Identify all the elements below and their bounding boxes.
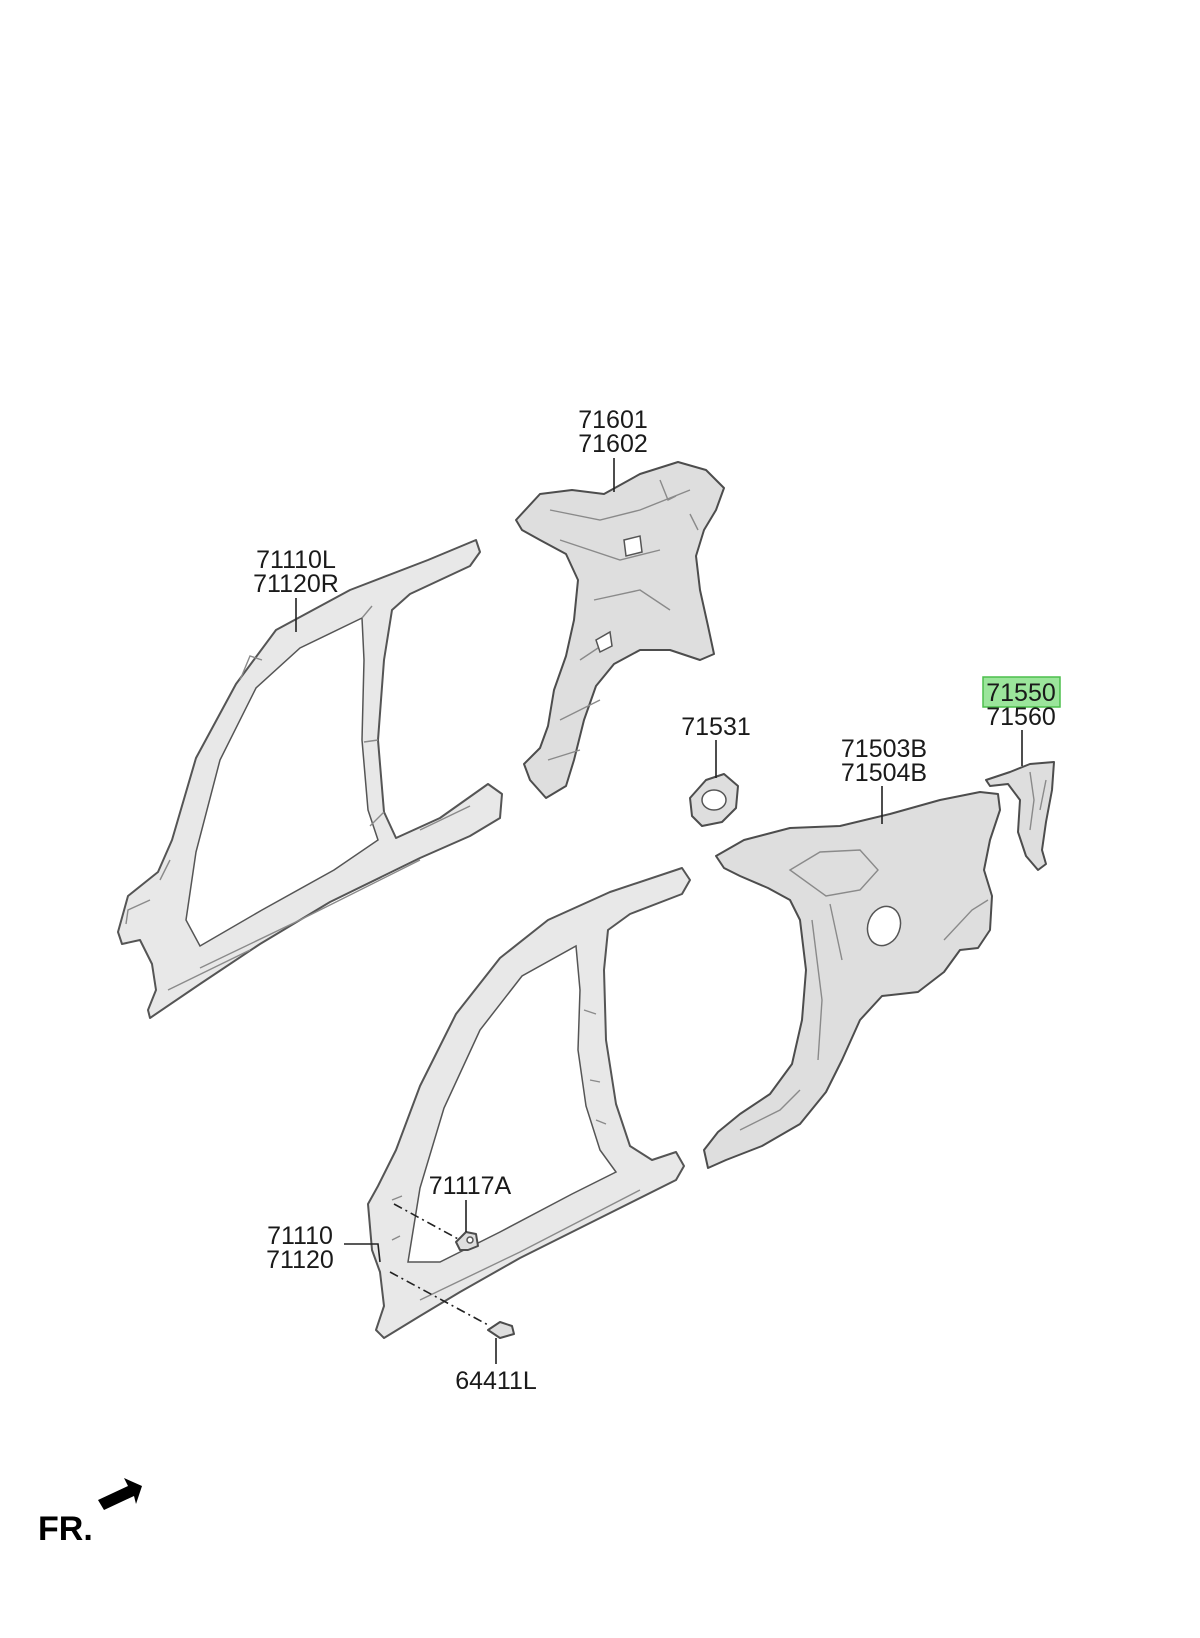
callout-71120r[interactable]: 71120R	[253, 570, 339, 598]
inner-side-panel[interactable]	[117, 539, 503, 1019]
callout-71120[interactable]: 71120	[266, 1246, 334, 1274]
callout-71110l[interactable]: 71110L	[256, 546, 336, 574]
callout-71602[interactable]: 71602	[578, 430, 648, 458]
leader-lines	[295, 458, 1023, 1364]
callout-71550[interactable]: 71550	[986, 679, 1056, 707]
callout-71504b[interactable]: 71504B	[841, 759, 927, 787]
callout-71110[interactable]: 71110	[267, 1222, 333, 1250]
callout-71601[interactable]: 71601	[578, 406, 648, 434]
rear-extension[interactable]	[985, 761, 1055, 871]
highlight-71550	[982, 676, 1061, 708]
inner-quarter-panel[interactable]	[515, 461, 725, 799]
callout-71503b[interactable]: 71503B	[841, 735, 927, 763]
front-arrow-icon	[98, 1478, 142, 1510]
callout-64411l[interactable]: 64411L	[455, 1367, 537, 1395]
callout-71560[interactable]: 71560	[986, 703, 1056, 731]
front-direction-indicator: FR.	[38, 1478, 142, 1548]
fuel-filler-housing[interactable]	[689, 773, 739, 827]
callout-71531[interactable]: 71531	[681, 713, 751, 741]
callout-71117a[interactable]: 71117A	[429, 1172, 512, 1200]
quarter-panel[interactable]	[703, 791, 1001, 1169]
front-label: FR.	[38, 1510, 93, 1548]
outer-side-panel[interactable]	[367, 867, 691, 1339]
bracket-64411l[interactable]	[487, 1321, 515, 1339]
